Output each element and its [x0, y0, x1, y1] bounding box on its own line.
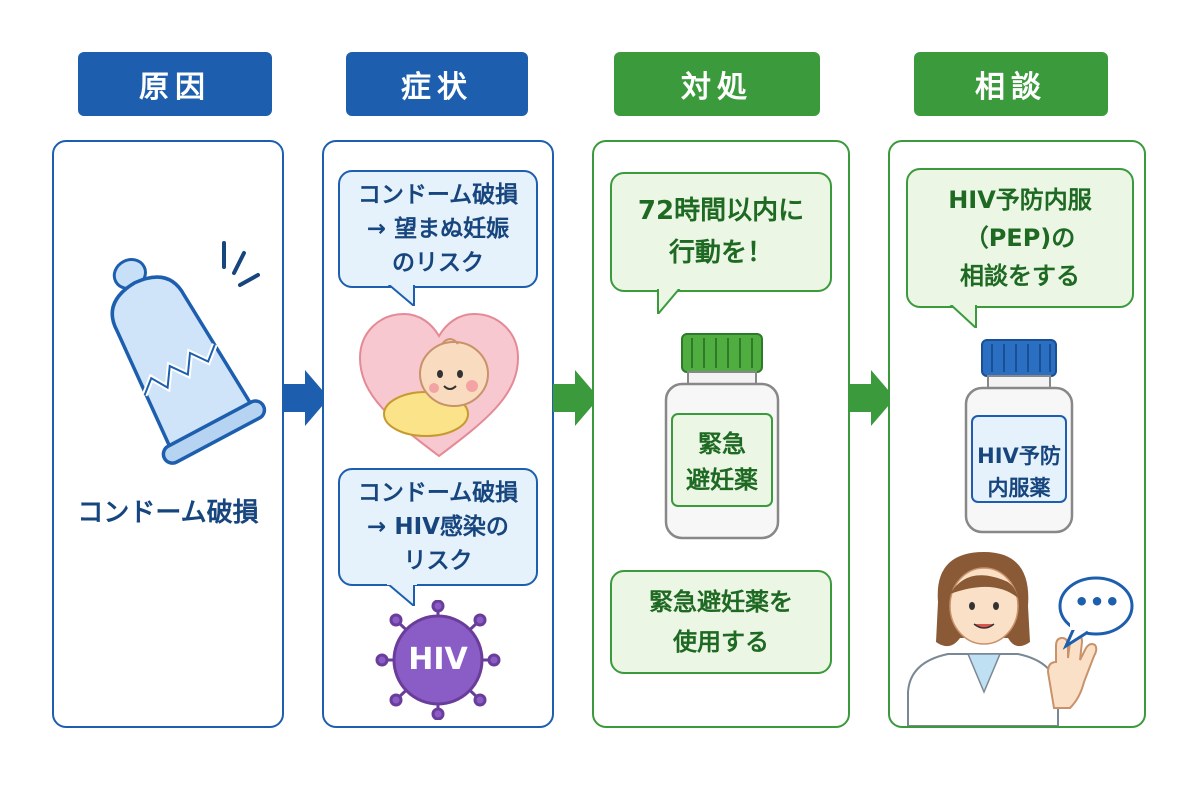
- arrow-right-icon: [553, 370, 599, 426]
- cause-label: コンドーム破損: [77, 498, 259, 528]
- bottle-label: 緊急 避妊薬: [662, 426, 782, 498]
- column-response: 72時間以内に 行動を！ 緊急 避妊薬 緊急避妊薬を 使用する: [592, 140, 850, 728]
- act-within-72h-bubble: 72時間以内に 行動を！: [610, 172, 832, 292]
- action-line: 使用する: [673, 628, 769, 656]
- pregnancy-risk-bubble: コンドーム破損 → 望まぬ妊娠 のリスク: [338, 170, 538, 288]
- pill-bottle-icon: [664, 333, 780, 540]
- virus-icon: [375, 600, 501, 720]
- speech-dots: •••: [1073, 588, 1121, 616]
- broken-condom-icon: [110, 241, 267, 465]
- use-emergency-contraceptive-box: 緊急避妊薬を 使用する: [610, 570, 832, 674]
- speech-bubble-icon: [1058, 576, 1134, 650]
- bubble-tail: [657, 288, 681, 314]
- hiv-risk-bubble: コンドーム破損 → HIV感染の リスク: [338, 468, 538, 586]
- pep-consult-bubble: HIV予防内服 （PEP)の 相談をする: [906, 168, 1134, 308]
- column-consultation: HIV予防内服 （PEP)の 相談をする HIV予防 内服薬: [888, 140, 1146, 728]
- pep-bottle-icon: [964, 339, 1074, 534]
- bottle-line: 避妊薬: [686, 466, 758, 494]
- column-cause: コンドーム破損: [52, 140, 284, 728]
- bubble-line: → 望まぬ妊娠: [366, 216, 510, 242]
- bubble-tail: [949, 304, 979, 328]
- baby-heart-icon: [358, 312, 520, 458]
- bottle-line: 内服薬: [987, 476, 1051, 500]
- column-symptoms: コンドーム破損 → 望まぬ妊娠 のリスク コンドーム破損 → HIV感染の リス…: [322, 140, 554, 728]
- bubble-line: （PEP)の: [964, 224, 1076, 252]
- doctor-icon: [907, 552, 1059, 726]
- arrow-right-icon: [283, 370, 329, 426]
- bubble-line: 相談をする: [960, 262, 1080, 290]
- arrow-right-icon: [849, 370, 895, 426]
- action-line: 緊急避妊薬を: [649, 588, 793, 616]
- bubble-tail: [387, 284, 417, 306]
- bottle-line: HIV予防: [977, 444, 1061, 468]
- header-cause: 原因: [78, 52, 272, 116]
- bubble-line: 72時間以内に: [637, 196, 805, 226]
- bubble-line: コンドーム破損: [357, 182, 519, 208]
- bubble-line: のリスク: [392, 250, 484, 276]
- header-symptoms: 症状: [346, 52, 528, 116]
- bubble-line: 行動を！: [668, 238, 773, 268]
- bubble-line: HIV予防内服: [948, 186, 1092, 214]
- virus-label: HIV: [408, 642, 468, 677]
- pep-bottle-label: HIV予防 内服薬: [962, 440, 1076, 504]
- bubble-line: → HIV感染の: [367, 514, 509, 540]
- header-consultation: 相談: [914, 52, 1108, 116]
- bubble-line: リスク: [403, 548, 473, 574]
- bubble-line: コンドーム破損: [357, 480, 519, 506]
- header-response: 対処: [614, 52, 820, 116]
- bubble-tail: [387, 584, 417, 606]
- bottle-line: 緊急: [698, 430, 746, 458]
